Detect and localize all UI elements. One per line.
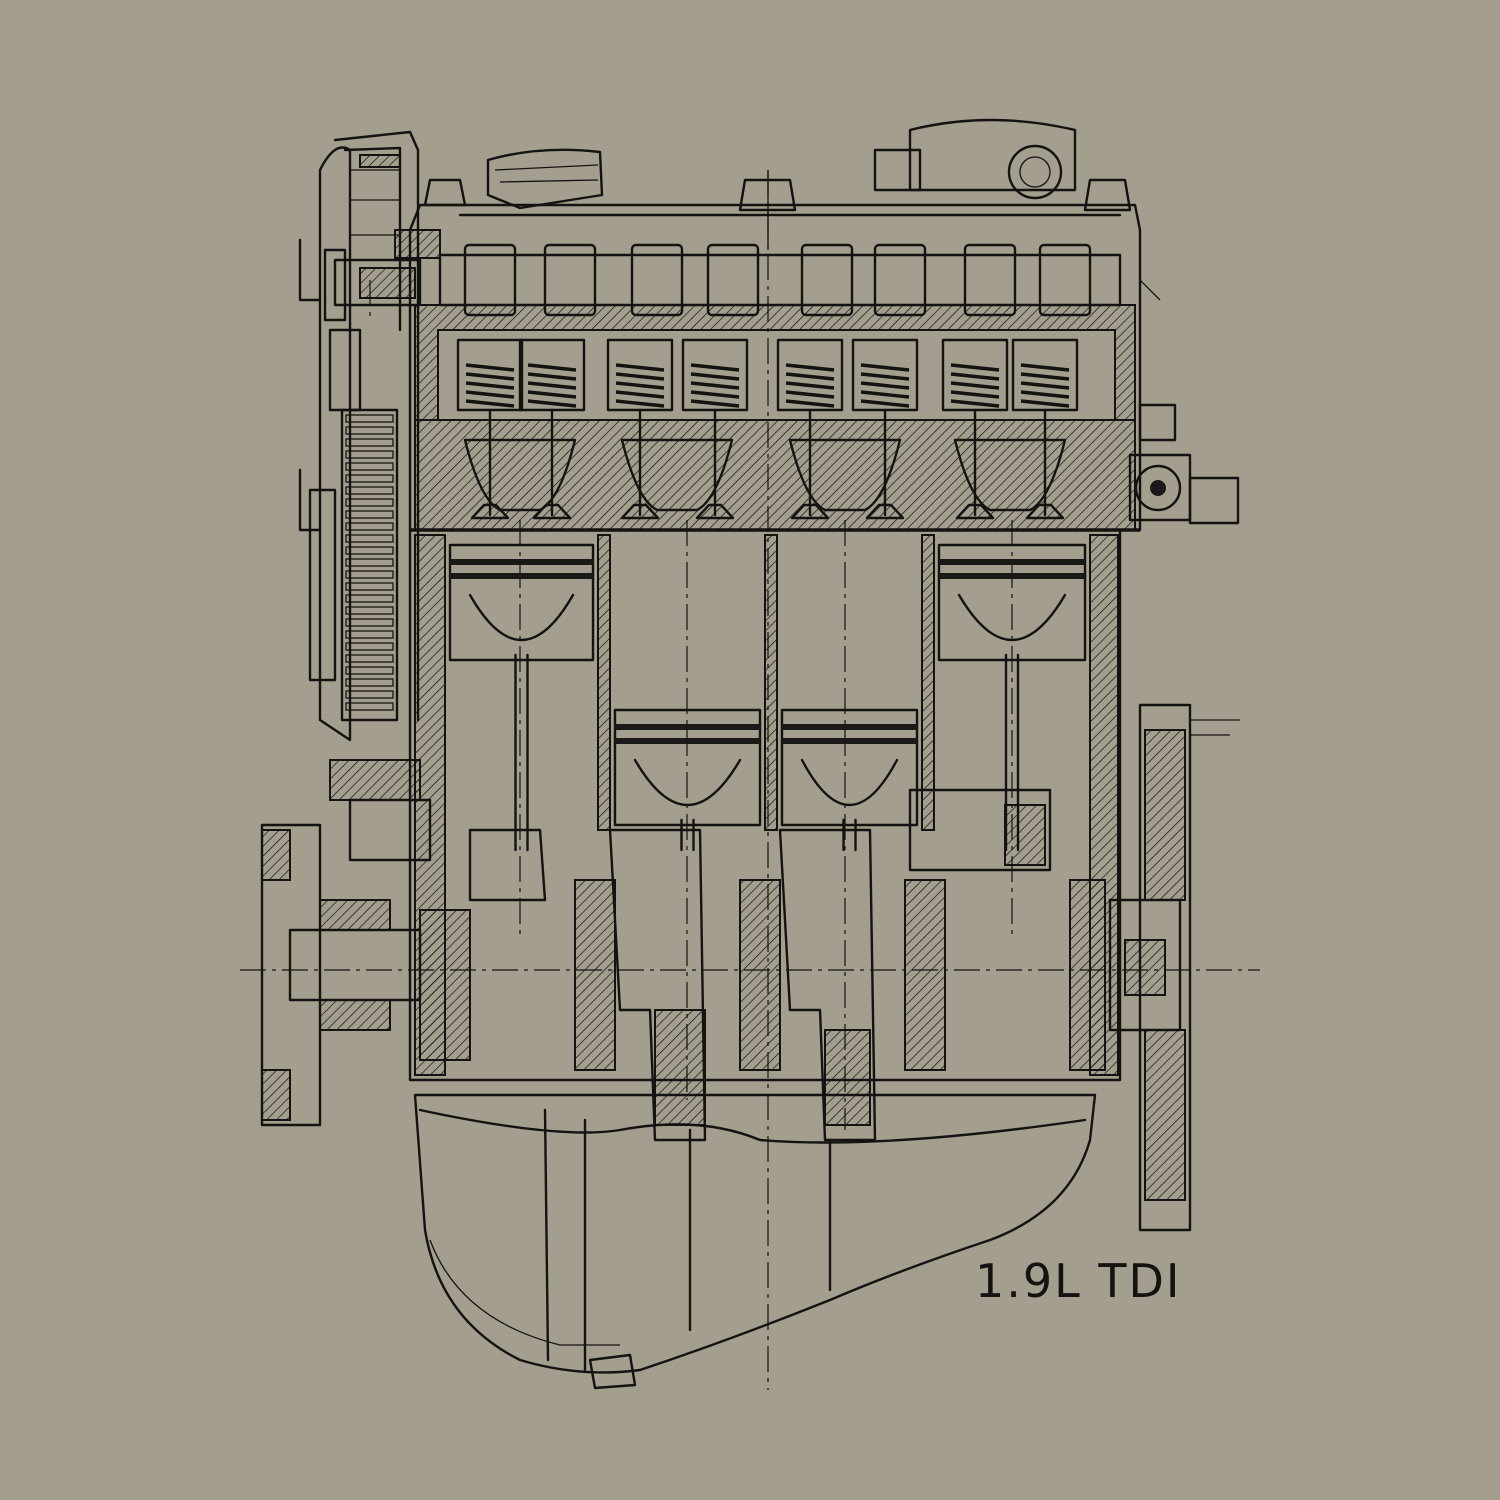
gear-tooth [345, 642, 394, 651]
piston-crown [937, 543, 1087, 662]
valve-spring-coil [1020, 390, 1070, 399]
valve-spring-coil [465, 381, 515, 390]
gear-tooth [345, 654, 394, 663]
valve-spring-coil [465, 363, 515, 372]
piston-ring [615, 738, 760, 744]
valve-spring-coil [785, 372, 835, 381]
valve-spring-coil [1020, 363, 1070, 372]
gear-tooth [345, 606, 394, 615]
gear-tooth [345, 474, 394, 483]
combustion-port [463, 438, 577, 512]
valve-spring-coil [465, 399, 515, 408]
valve-spring-coil [1020, 381, 1070, 390]
combustion-port [620, 438, 734, 512]
piston-skirt [800, 758, 899, 806]
gear-tooth [345, 582, 394, 591]
thermostat-housing [1128, 279, 1240, 525]
timing-belt-cover [298, 130, 420, 742]
valve-spring-coil [785, 381, 835, 390]
gear-tooth [345, 426, 394, 435]
head-lower-section [410, 419, 1140, 532]
valve-spring-coil [615, 363, 665, 372]
combustion-port [788, 438, 902, 512]
valve-spring-coil [1020, 399, 1070, 408]
gear-tooth [345, 594, 394, 603]
valve-spring-coil [950, 399, 1000, 408]
cylinder-head [408, 118, 1142, 532]
valve-spring-coil [785, 363, 835, 372]
valve-spring-coil [615, 399, 665, 408]
flywheel [1108, 703, 1240, 1232]
crankshaft [419, 788, 1106, 1142]
valve-spring-coil [860, 390, 910, 399]
valve-spring-coil [950, 363, 1000, 372]
gear-tooth [345, 678, 394, 687]
valve-spring-coil [690, 372, 740, 381]
valve-spring-coil [465, 372, 515, 381]
gear-tooth [345, 570, 394, 579]
valve-spring-coil [860, 399, 910, 408]
valve-spring-coil [860, 372, 910, 381]
gear-tooth [345, 546, 394, 555]
valve-spring-coil [950, 372, 1000, 381]
gear-tooth [345, 558, 394, 567]
valve-spring-coil [527, 372, 577, 381]
gear-tooth [345, 498, 394, 507]
valve-spring-coil [527, 399, 577, 408]
piston-ring [450, 559, 593, 565]
oil-sump [413, 1093, 1097, 1390]
valve-spring-coil [950, 390, 1000, 399]
piston-crown [448, 543, 595, 662]
valve-spring-coil [465, 390, 515, 399]
piston-skirt [957, 593, 1067, 642]
valve-spring-coil [860, 363, 910, 372]
piston-ring [450, 573, 593, 579]
toothed-gear [308, 328, 399, 722]
valve-spring-coil [615, 372, 665, 381]
valve-spring-coil [785, 390, 835, 399]
valve-spring-coil [615, 390, 665, 399]
gear-tooth [345, 702, 394, 711]
engine-caption: 1.9L TDI [975, 1254, 1182, 1308]
piston-ring [939, 573, 1085, 579]
valve-spring-coil [527, 363, 577, 372]
valve-spring-coil [690, 363, 740, 372]
gear-tooth [345, 522, 394, 531]
gear-tooth [345, 462, 394, 471]
gear-tooth [345, 618, 394, 627]
valve-spring-coil [860, 381, 910, 390]
valve-spring-coil [615, 381, 665, 390]
pistons [448, 543, 1087, 852]
valve-spring-coil [690, 390, 740, 399]
gear-tooth [345, 510, 394, 519]
gear-tooth [345, 438, 394, 447]
valve-spring-coil [527, 390, 577, 399]
valve-spring-coil [690, 381, 740, 390]
gear-tooth [345, 630, 394, 639]
piston-ring [782, 738, 917, 744]
piston-ring [939, 559, 1085, 565]
piston-skirt [468, 593, 575, 642]
piston-ring [615, 724, 760, 730]
piston-crown [780, 708, 919, 827]
gear-tooth [345, 486, 394, 495]
valve-spring-coil [1020, 372, 1070, 381]
gear-tooth [345, 414, 394, 423]
valve-spring-coil [527, 381, 577, 390]
gear-tooth [345, 666, 394, 675]
gear-tooth [345, 534, 394, 543]
combustion-port [953, 438, 1067, 512]
gear-tooth [345, 450, 394, 459]
piston-ring [782, 724, 917, 730]
valve-spring-coil [690, 399, 740, 408]
piston-crown [613, 708, 762, 827]
valve-spring-coil [785, 399, 835, 408]
crankshaft-pulley [260, 759, 432, 1127]
valve-spring-coil [950, 381, 1000, 390]
piston-skirt [633, 758, 742, 807]
gear-tooth [345, 690, 394, 699]
